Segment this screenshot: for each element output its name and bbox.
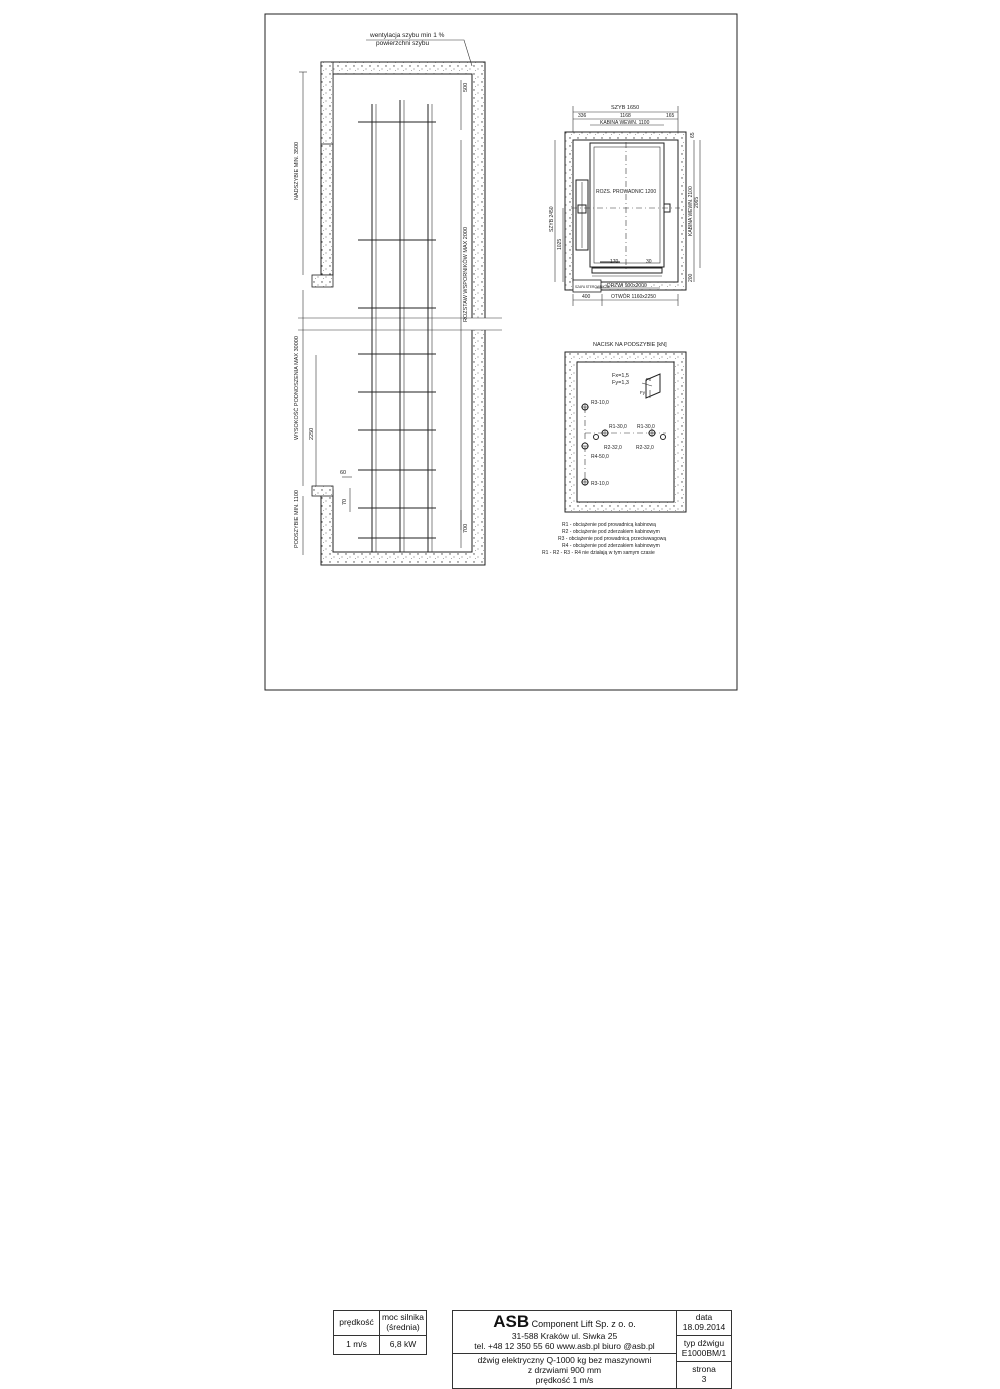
shaft-depth-label: SZYB 2450	[549, 206, 555, 232]
description-line-3: prędkość 1 m/s	[535, 1374, 594, 1385]
ventilation-note-2: powierzchni szybu	[376, 40, 429, 47]
cw-guide	[577, 204, 587, 214]
dim-1168-label: 1168	[620, 113, 631, 119]
company-address: 31-588 Kraków ul. Siwka 25	[511, 1331, 618, 1341]
door-label: DRZWI 900x2000	[607, 283, 647, 289]
fy-value: Fy=1,3	[612, 380, 629, 386]
type-value: E1000BM/1	[681, 1347, 727, 1358]
door-panel	[591, 267, 663, 274]
pit-load-plan: NACISK NA PODSZYBIE [kN] Fx=1,5 Fy=1,3 F…	[542, 342, 687, 556]
speed-value: 1 m/s	[333, 1335, 380, 1355]
company-contact: tel. +48 12 350 55 60 www.asb.pl biuro @…	[474, 1340, 655, 1351]
description-line-1: dźwig elektryczny Q-1000 kg bez maszynow…	[477, 1355, 652, 1366]
landing-note: SZAFA STEROWNICZA	[575, 285, 610, 289]
legend-r3: R3 - obciążenie pod prowadnicą przeciwwa…	[558, 536, 666, 542]
top-left-wall	[320, 61, 334, 145]
company-name: Component Lift Sp. z o. o.	[531, 1319, 636, 1330]
sheet-frame	[264, 13, 738, 691]
dim-500-label: 500	[463, 83, 469, 92]
pit-label: PODSZYBIE MIN. 1100	[294, 490, 300, 548]
description-cell: dźwig elektryczny Q-1000 kg bez maszynow…	[452, 1353, 677, 1389]
dim-170-label: 170	[610, 259, 619, 265]
fx-label: Fx	[646, 377, 652, 382]
dim-336-label: 336	[578, 113, 587, 119]
r2-left-label: R2-32,0	[604, 445, 622, 451]
r3-top-label: R3-10,0	[591, 400, 609, 406]
plan-walls	[564, 131, 687, 291]
cabin-inner	[593, 146, 661, 264]
ventilation-note-1: wentylacja szybu min 1 %	[369, 32, 445, 39]
legend-r1: R1 - obciążenie pod prowadnicą kabinową	[562, 522, 656, 528]
description-line-2: z drzwiami 900 mm	[527, 1365, 602, 1376]
spacing-label: ROZSTAW WSPORNIKÓW MAX 2000	[462, 227, 469, 322]
r3-bottom-label: R3-10,0	[591, 481, 609, 487]
r1-right-label: R1-30,0	[637, 424, 655, 430]
shaft-wall	[320, 61, 486, 566]
dim-2250-label: 2250	[309, 428, 315, 440]
dim-400-label: 400	[582, 294, 591, 300]
travel-label: WYSOKOŚĆ PODNOSZENIA MAX 30000	[292, 336, 300, 440]
cabin-depth-label: KABINA WEWN. 2100	[688, 186, 694, 236]
company-line-1: ASB Component Lift Sp. z o. o.	[493, 1312, 635, 1332]
shaft-width-label: SZYB 1650	[611, 105, 639, 111]
force-diagram	[641, 373, 661, 399]
dim-1025-label: 1025	[557, 239, 563, 250]
shaft-plan: SZYB 1650 336 1168 165 KABINA WEWN. 1100…	[549, 105, 701, 306]
shaft-section: wentylacja szybu min 1 % powierzchni szy…	[292, 32, 502, 566]
fx-value: Fx=1,5	[612, 373, 629, 379]
dim-200-label: 200	[688, 273, 694, 282]
technical-drawing: wentylacja szybu min 1 % powierzchni szy…	[264, 13, 738, 691]
dim-165-label: 165	[666, 113, 675, 119]
r2-right-label: R2-32,0	[636, 445, 654, 451]
r1-left-label: R1-30,0	[609, 424, 627, 430]
dim-60-label: 60	[340, 470, 346, 476]
load-points	[581, 403, 666, 486]
dim-30-label: 30	[646, 259, 652, 265]
opening-label: OTWÓR 1160x2250	[611, 293, 656, 300]
legend-r4: R4 - obciążenie pod zderzakiem kabinowym	[562, 543, 660, 549]
type-cell: typ dźwigu E1000BM/1	[676, 1335, 732, 1362]
landing-control-box	[572, 279, 602, 293]
dim-2065-label: 2065	[694, 197, 700, 208]
ventilation-leader	[366, 39, 473, 67]
counterweight	[575, 179, 589, 251]
speed-header: prędkość	[333, 1310, 380, 1336]
page-label: strona	[692, 1364, 716, 1375]
date-cell: data 18.09.2014	[676, 1310, 732, 1336]
landing-slab-upper	[311, 274, 334, 288]
power-value: 6,8 kW	[379, 1335, 427, 1355]
company-brand: ASB	[493, 1312, 530, 1332]
dim-70-label: 70	[342, 499, 348, 505]
pit-load-title: NACISK NA PODSZYBIE [kN]	[593, 342, 667, 348]
car-guide-right	[663, 203, 671, 213]
drawing-sheet: wentylacja szybu min 1 % powierzchni szy…	[264, 13, 738, 1389]
rail-brackets	[358, 121, 436, 539]
power-header: moc silnika (średnia)	[379, 1310, 427, 1336]
landing-slab-lower	[311, 485, 334, 497]
r4-label: R4-50,0	[591, 454, 609, 460]
legend-note: R1 - R2 - R3 - R4 nie działają w tym sam…	[542, 550, 655, 556]
legend-r2: R2 - obciążenie pod zderzakiem kabinowym	[562, 529, 660, 535]
dim-65-label: 65	[690, 132, 696, 138]
cabin-outline	[589, 142, 665, 268]
type-label: typ dźwigu	[683, 1337, 725, 1348]
dim-700-label: 700	[463, 524, 469, 533]
date-label: data	[695, 1312, 713, 1323]
pit-walls	[564, 351, 687, 513]
page-value: 3	[701, 1374, 707, 1384]
date-value: 18.09.2014	[682, 1322, 726, 1332]
cabin-width-label: KABINA WEWN. 1100	[600, 120, 650, 126]
guide-spacing-label: ROZS. PROWADNIC 1200	[596, 189, 656, 195]
page-cell: strona 3	[676, 1361, 732, 1389]
fy-label: Fy	[640, 390, 646, 395]
company-cell: ASB Component Lift Sp. z o. o. 31-588 Kr…	[452, 1310, 677, 1354]
headroom-label: NADSZYBIE MIN. 3500	[294, 142, 300, 200]
